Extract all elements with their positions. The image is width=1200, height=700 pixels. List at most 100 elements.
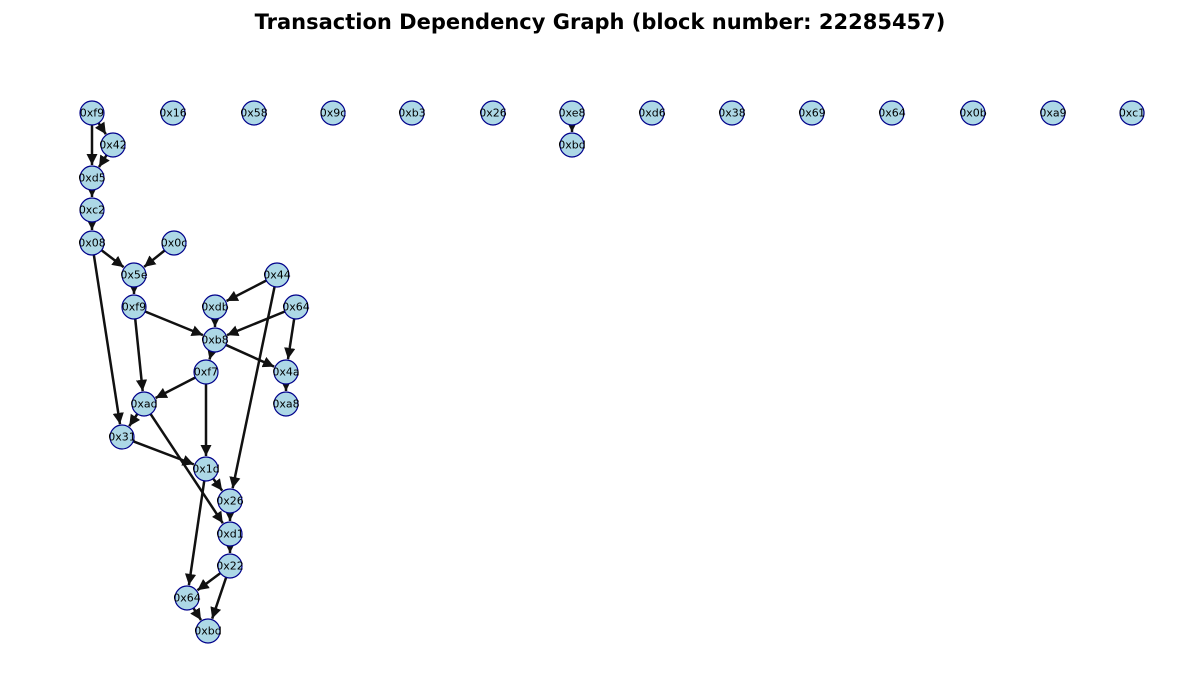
node-label: 0x64 (282, 301, 310, 314)
graph-node: 0x42 (99, 132, 127, 158)
node-label: 0xa9 (1039, 107, 1066, 120)
node-circle (960, 100, 986, 126)
graph-node: 0xb3 (398, 100, 426, 126)
graph-node: 0x26 (216, 488, 244, 514)
node-circle (100, 132, 126, 158)
edge-arrow (92, 254, 124, 425)
edge-arrow (210, 576, 228, 620)
node-label: 0x5e (120, 269, 148, 282)
node-label: 0x22 (216, 560, 244, 573)
node-label: 0x64 (878, 107, 906, 120)
graph-node: 0x38 (718, 100, 746, 126)
graph-node: 0xb8 (201, 327, 229, 353)
node-circle (193, 359, 219, 385)
graph-node: 0xbd (558, 132, 586, 158)
node-label: 0x0b (959, 107, 987, 120)
node-label: 0xe8 (559, 107, 586, 120)
graph-node: 0xf7 (193, 359, 219, 385)
edges-layer (86, 120, 578, 621)
node-circle (799, 100, 825, 126)
node-label: 0xf7 (194, 366, 218, 379)
edge-arrow (133, 318, 148, 392)
edge-arrow (94, 121, 107, 135)
node-circle (79, 100, 105, 126)
node-circle (109, 424, 135, 450)
graph-node: 0x44 (263, 262, 291, 288)
node-circle (273, 359, 299, 385)
graph-node: 0x1d (192, 456, 220, 482)
edge-arrow (229, 286, 276, 489)
edge-arrow (284, 318, 296, 360)
node-label: 0xf9 (122, 301, 146, 314)
node-circle (639, 100, 665, 126)
node-circle (160, 100, 186, 126)
node-label: 0x08 (78, 237, 106, 250)
node-label: 0xb3 (398, 107, 426, 120)
graph-node: 0xf9 (79, 100, 105, 126)
graph-node: 0xdb (201, 294, 229, 320)
node-circle (283, 294, 309, 320)
node-circle (217, 553, 243, 579)
graph-node: 0x4a (272, 359, 300, 385)
node-circle (202, 294, 228, 320)
node-circle (131, 391, 157, 417)
node-label: 0x38 (718, 107, 746, 120)
graph-node: 0xbd (194, 618, 222, 644)
graph-node: 0xd1 (216, 521, 244, 547)
graph-node: 0xe8 (559, 100, 586, 126)
edge-arrow (143, 249, 166, 268)
graph-node: 0x5e (120, 262, 148, 288)
node-label: 0x69 (798, 107, 826, 120)
graph-node: 0x22 (216, 553, 244, 579)
node-label: 0x9c (320, 107, 347, 120)
edge-arrow (190, 607, 203, 621)
node-circle (719, 100, 745, 126)
edge-arrow (97, 154, 110, 168)
node-circle (174, 585, 200, 611)
node-circle (559, 100, 585, 126)
graph-node: 0x08 (78, 230, 106, 256)
graph-node: 0x0b (959, 100, 987, 126)
node-label: 0xd6 (638, 107, 666, 120)
edge-arrow (225, 279, 267, 303)
edge-arrow (207, 347, 218, 360)
graph-node: 0x64 (282, 294, 310, 320)
graph-node: 0x9c (320, 100, 347, 126)
node-label: 0x42 (99, 139, 127, 152)
node-circle (480, 100, 506, 126)
node-label: 0x31 (108, 431, 136, 444)
node-label: 0x64 (173, 592, 201, 605)
node-circle (79, 197, 105, 223)
edge-arrow (226, 310, 286, 337)
edge-arrow (128, 413, 141, 427)
graph-node: 0xad (130, 391, 158, 417)
graph-node: 0x64 (173, 585, 201, 611)
node-label: 0xdb (201, 301, 228, 314)
edge-arrow (225, 343, 275, 368)
graph-node: 0x64 (878, 100, 906, 126)
node-circle (264, 262, 290, 288)
node-label: 0xad (130, 398, 157, 411)
graph-node: 0x16 (159, 100, 187, 126)
node-label: 0x4a (272, 366, 299, 379)
edge-arrow (154, 376, 196, 400)
node-circle (1119, 100, 1145, 126)
edge-arrow (184, 480, 206, 586)
edge-arrow (149, 413, 224, 524)
nodes-layer: 0xf9 0x16 0x58 0x9c 0xb3 0x26 0xe8 0xd6 0x38 0x69… (78, 100, 1145, 644)
node-circle (241, 100, 267, 126)
node-label: 0xbd (194, 625, 221, 638)
node-label: 0x58 (240, 107, 268, 120)
node-label: 0xa8 (272, 398, 299, 411)
node-label: 0x1d (192, 463, 220, 476)
node-circle (879, 100, 905, 126)
node-label: 0x16 (159, 107, 187, 120)
node-label: 0xd1 (216, 528, 244, 541)
graph-node: 0xa9 (1039, 100, 1067, 126)
edge-arrow (132, 440, 195, 466)
node-circle (1040, 100, 1066, 126)
node-circle (79, 165, 105, 191)
edge-arrow (100, 249, 125, 269)
node-label: 0xbd (558, 139, 585, 152)
